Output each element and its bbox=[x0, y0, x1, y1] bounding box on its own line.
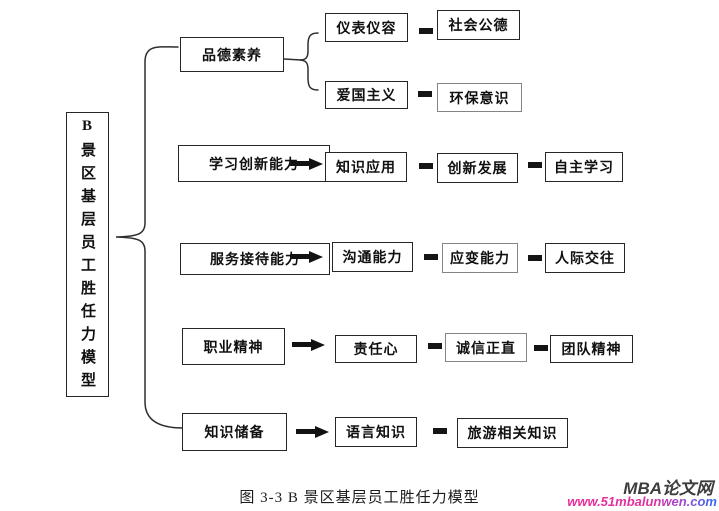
item-box-adaptability: 应变能力 bbox=[442, 243, 518, 273]
right-arrow-icon bbox=[292, 338, 325, 351]
right-arrow-icon bbox=[296, 425, 329, 438]
right-arrow-icon bbox=[290, 157, 323, 170]
item-box-language-knowledge: 语言知识 bbox=[335, 417, 417, 447]
category-box-service-reception: 服务接待能力 bbox=[180, 243, 330, 275]
category-box-moral-quality: 品德素养 bbox=[180, 37, 284, 72]
item-box-environmental-awareness: 环保意识 bbox=[437, 83, 522, 112]
arrow-head bbox=[309, 250, 323, 263]
item-box-innovative-development: 创新发展 bbox=[437, 153, 518, 183]
item-box-integrity: 诚信正直 bbox=[445, 333, 527, 362]
item-box-self-learning: 自主学习 bbox=[545, 152, 623, 182]
link-dash bbox=[424, 254, 438, 260]
category-box-knowledge-reserve: 知识储备 bbox=[182, 413, 287, 451]
link-dash bbox=[433, 428, 447, 434]
item-box-patriotism: 爱国主义 bbox=[325, 81, 408, 109]
item-box-tourism-knowledge: 旅游相关知识 bbox=[457, 418, 568, 448]
item-box-knowledge-application: 知识应用 bbox=[325, 152, 407, 182]
link-dash bbox=[528, 255, 542, 261]
arrow-shaft bbox=[296, 429, 315, 434]
main-brace bbox=[115, 46, 184, 429]
item-box-communication: 沟通能力 bbox=[332, 242, 413, 272]
item-box-appearance: 仪表仪容 bbox=[325, 13, 408, 42]
category-connector-line bbox=[283, 58, 302, 61]
arrow-shaft bbox=[292, 342, 311, 347]
model-title-box: B景区基层员工胜任力模型 bbox=[66, 112, 109, 397]
watermark-site-name: MBA论文网 bbox=[623, 479, 713, 498]
item-box-social-morality: 社会公德 bbox=[437, 10, 520, 40]
item-box-interpersonal: 人际交往 bbox=[545, 243, 625, 273]
link-dash bbox=[419, 28, 433, 34]
arrow-shaft bbox=[290, 254, 309, 259]
arrow-head bbox=[309, 157, 323, 170]
right-arrow-icon bbox=[290, 250, 323, 263]
arrow-head bbox=[315, 425, 329, 438]
link-dash bbox=[418, 91, 432, 97]
sub-brace bbox=[299, 32, 319, 91]
link-dash bbox=[419, 163, 433, 169]
link-dash bbox=[534, 345, 548, 351]
link-dash bbox=[528, 162, 542, 168]
item-box-responsibility: 责任心 bbox=[335, 335, 417, 363]
watermark-site-url: www.51mbalunwen.com bbox=[567, 494, 717, 509]
arrow-shaft bbox=[290, 161, 309, 166]
arrow-head bbox=[311, 338, 325, 351]
figure-caption: 图 3-3 B 景区基层员工胜任力模型 bbox=[239, 490, 480, 506]
link-dash bbox=[428, 343, 442, 349]
item-box-team-spirit: 团队精神 bbox=[550, 335, 633, 363]
category-box-professionalism: 职业精神 bbox=[182, 328, 285, 365]
